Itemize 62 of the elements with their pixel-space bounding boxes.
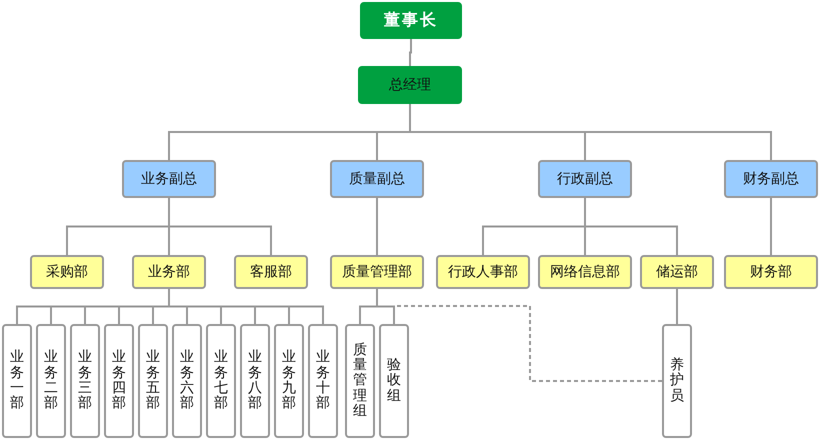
org-box	[122, 160, 216, 198]
node-label: 储运部	[656, 263, 698, 281]
node-label: 采购部	[46, 263, 88, 281]
org-box	[330, 255, 424, 289]
department-box	[345, 324, 375, 438]
department-box	[379, 324, 409, 438]
node-label: 行政副总	[557, 170, 613, 188]
connector-line	[376, 198, 378, 255]
node-label: 客服部	[250, 263, 292, 281]
node-label: 财务部	[750, 263, 792, 281]
node-label: 业务副总	[141, 170, 197, 188]
connector-line	[676, 289, 678, 324]
department-box	[274, 324, 304, 438]
org-box	[360, 2, 462, 39]
node-label: 业务六部	[180, 350, 194, 412]
org-box	[724, 160, 818, 198]
department-box	[662, 324, 692, 438]
connector-line	[770, 198, 772, 255]
dashed-connector	[393, 305, 662, 382]
department-box	[308, 324, 338, 438]
node-label: 养护员	[670, 358, 684, 404]
node-label: 财务副总	[743, 170, 799, 188]
node-label: 业务三部	[78, 350, 92, 412]
department-box	[36, 324, 66, 438]
node-label: 业务四部	[112, 350, 126, 412]
node-label: 质量副总	[349, 170, 405, 188]
org-box	[436, 255, 530, 289]
department-box	[240, 324, 270, 438]
org-box	[358, 66, 462, 104]
node-label: 网络信息部	[550, 263, 620, 281]
node-label: 董事长	[384, 10, 438, 31]
department-box	[138, 324, 168, 438]
node-label: 业务十部	[316, 350, 330, 412]
node-label: 业务八部	[248, 350, 262, 412]
connector-line	[409, 104, 772, 160]
org-box	[538, 255, 632, 289]
node-label: 业务九部	[282, 350, 296, 412]
node-label: 总经理	[389, 76, 431, 94]
node-label: 业务五部	[146, 350, 160, 412]
node-label: 业务部	[148, 263, 190, 281]
org-box	[724, 255, 818, 289]
department-box	[70, 324, 100, 438]
department-box	[172, 324, 202, 438]
department-box	[2, 324, 32, 438]
org-box	[330, 160, 424, 198]
node-label: 质量管理组	[353, 342, 367, 420]
connector-line	[584, 198, 678, 255]
connector-line	[409, 39, 412, 66]
node-label: 验收组	[387, 358, 401, 404]
connector-line	[168, 198, 272, 255]
org-box	[640, 255, 714, 289]
node-label: 业务二部	[44, 350, 58, 412]
node-label: 业务一部	[10, 350, 24, 412]
node-label: 行政人事部	[448, 263, 518, 281]
node-label: 质量管理部	[342, 263, 412, 281]
org-box	[30, 255, 104, 289]
department-box	[104, 324, 134, 438]
node-label: 业务七部	[214, 350, 228, 412]
org-box	[234, 255, 308, 289]
org-box	[538, 160, 632, 198]
department-box	[206, 324, 236, 438]
org-box	[132, 255, 206, 289]
